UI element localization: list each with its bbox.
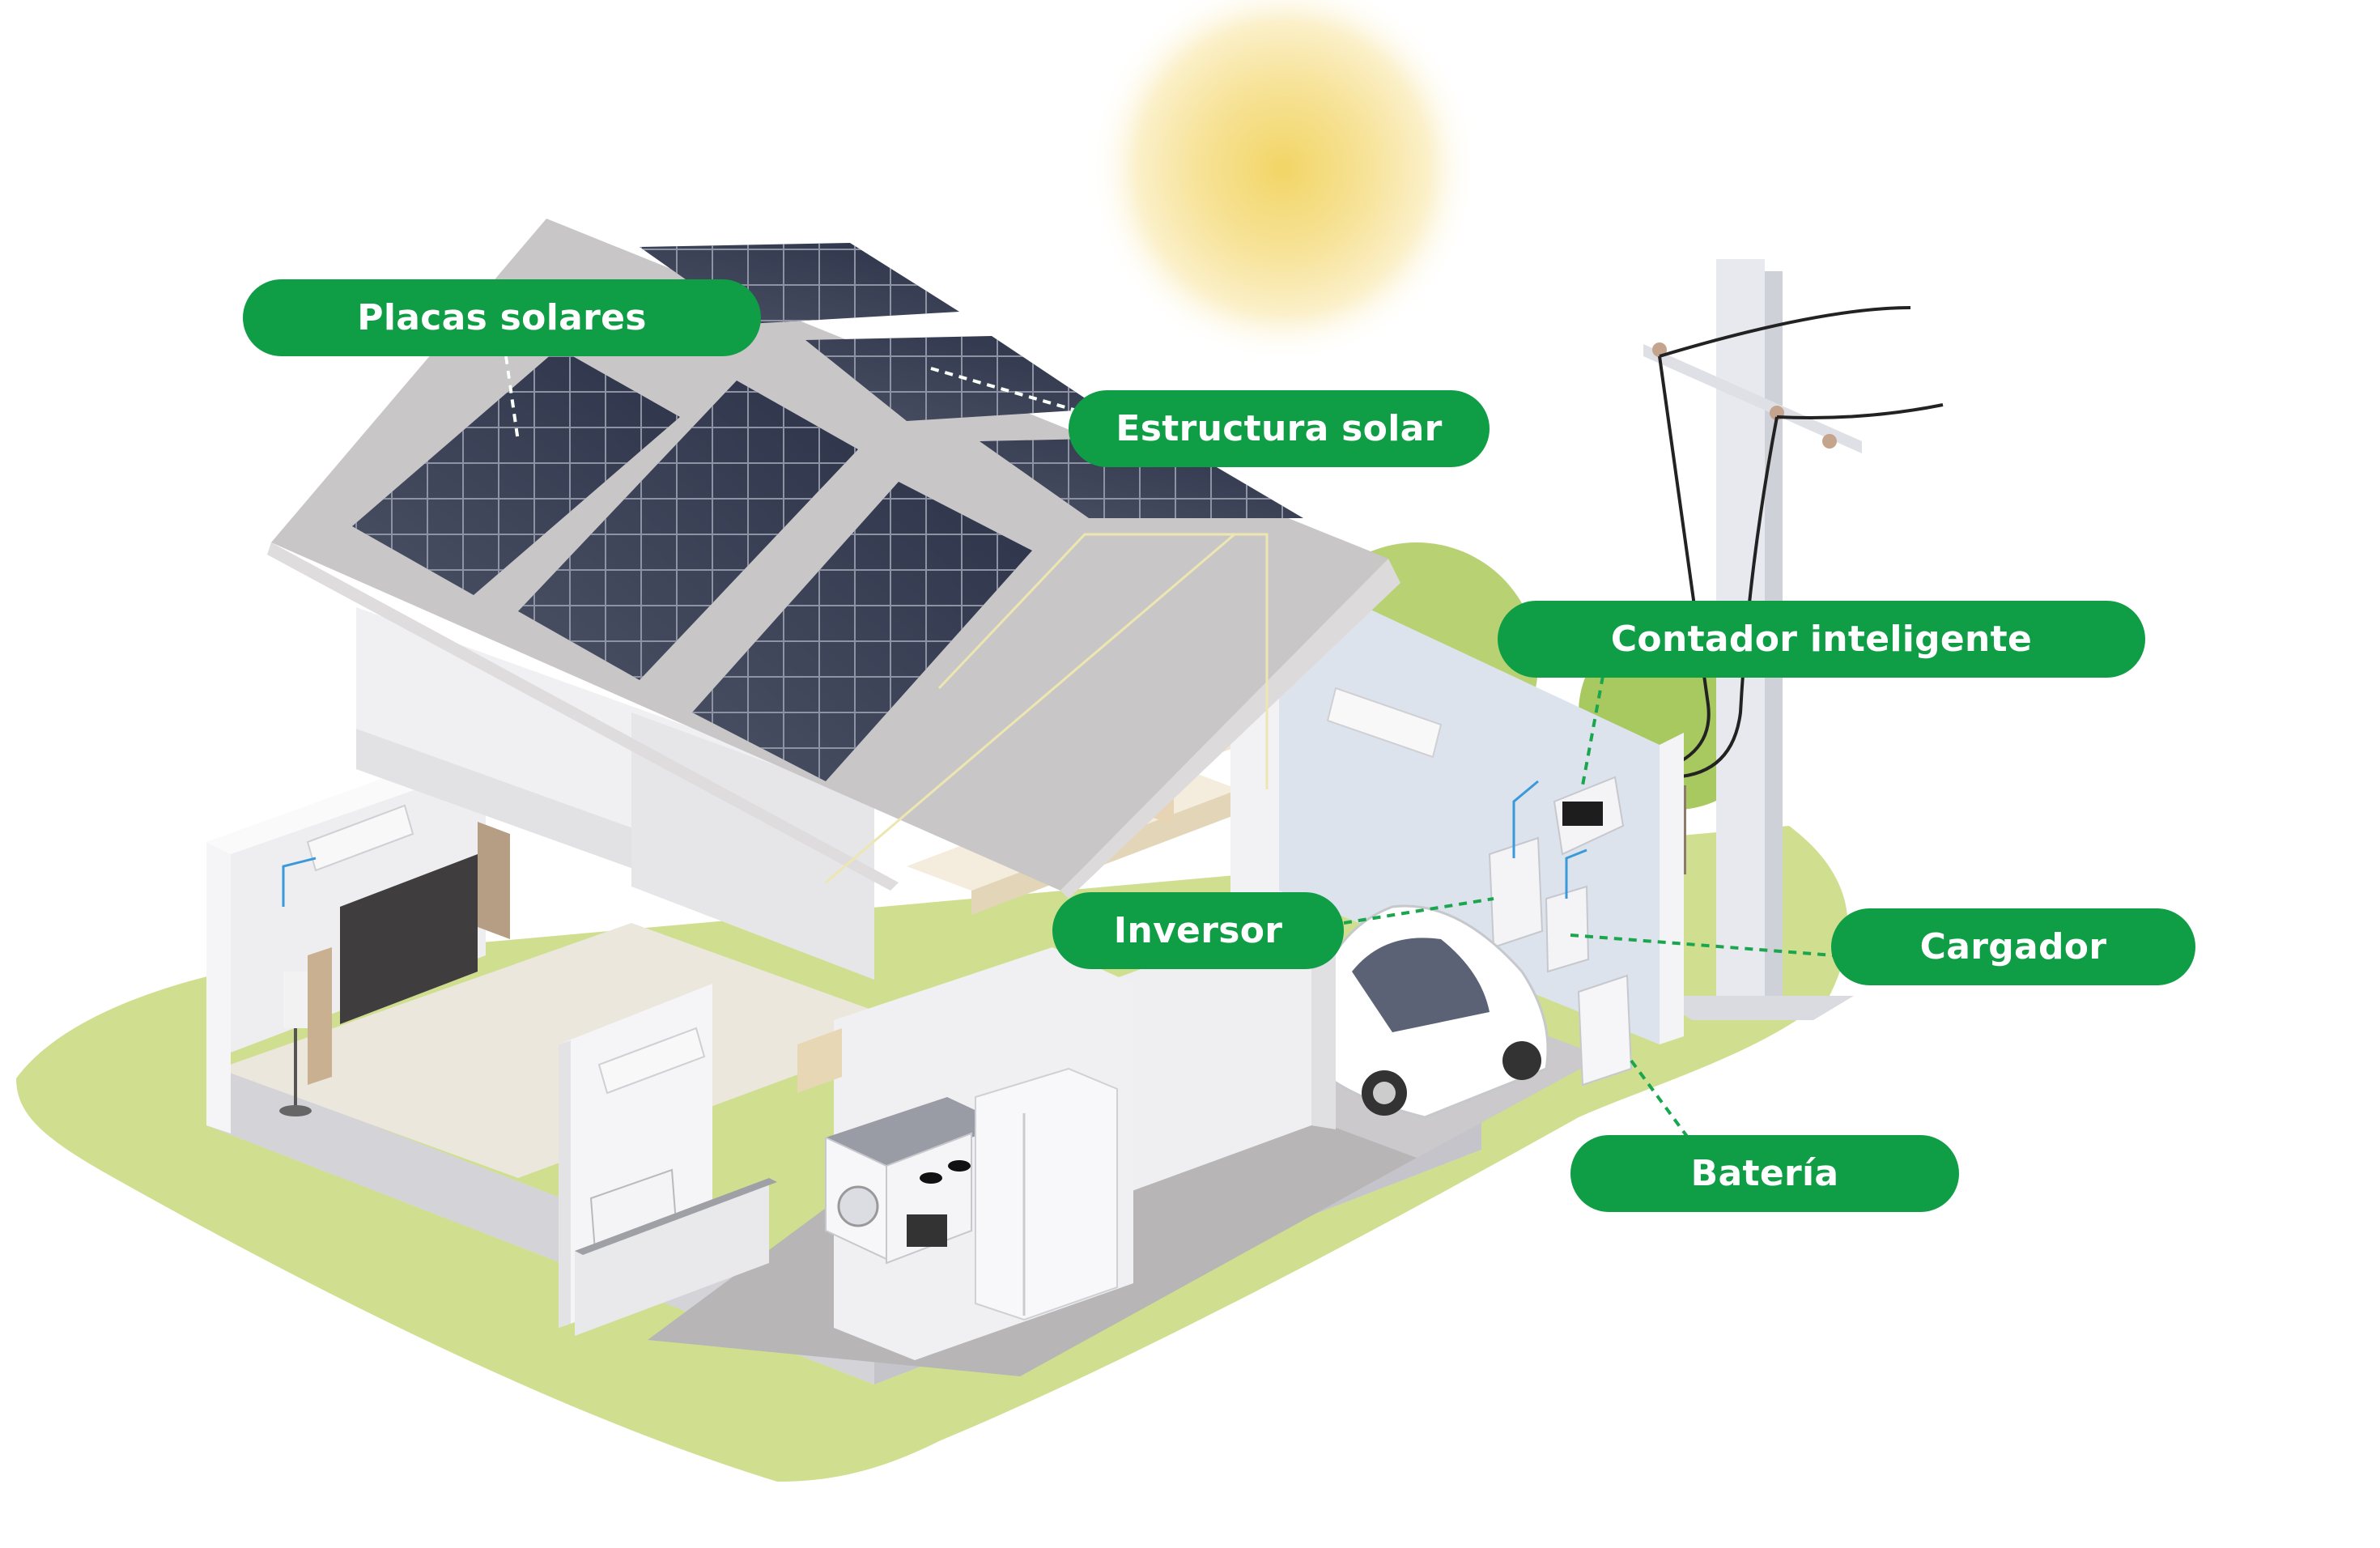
sun — [1089, 0, 1477, 363]
power-line — [1659, 306, 1911, 358]
solar-panel — [352, 348, 680, 595]
charger-device — [1545, 885, 1590, 973]
power-line — [1776, 403, 1944, 419]
label-placas-solares: Placas solares — [243, 279, 761, 356]
label-inversor: Inversor — [1052, 892, 1344, 969]
label-cargador: Cargador — [1831, 908, 2195, 985]
leader-cargador — [1570, 933, 1834, 957]
battery-device — [1577, 974, 1633, 1087]
electric-car — [1310, 904, 1549, 1119]
solar-panel — [805, 336, 1101, 421]
leader-inversor — [1343, 897, 1494, 925]
label-bateria: Batería — [1570, 1135, 1959, 1212]
refrigerator — [975, 1067, 1118, 1321]
counter — [826, 1097, 1008, 1166]
label-contador-inteligente: Contador inteligente — [1498, 601, 2145, 678]
air-conditioner — [597, 1027, 706, 1095]
tv — [340, 854, 478, 1024]
wall — [206, 842, 231, 1133]
air-conditioner — [306, 804, 414, 872]
solar-panel — [692, 482, 1032, 781]
air-conditioner — [1326, 687, 1443, 759]
inverter-device — [1488, 836, 1544, 949]
leader-contador — [1581, 675, 1604, 786]
solar-panel — [518, 381, 858, 680]
label-estructura-solar: Estructura solar — [1069, 390, 1490, 467]
leader-bateria — [1630, 1059, 1689, 1139]
solar-panel — [640, 243, 959, 324]
solar-panel — [980, 437, 1303, 518]
